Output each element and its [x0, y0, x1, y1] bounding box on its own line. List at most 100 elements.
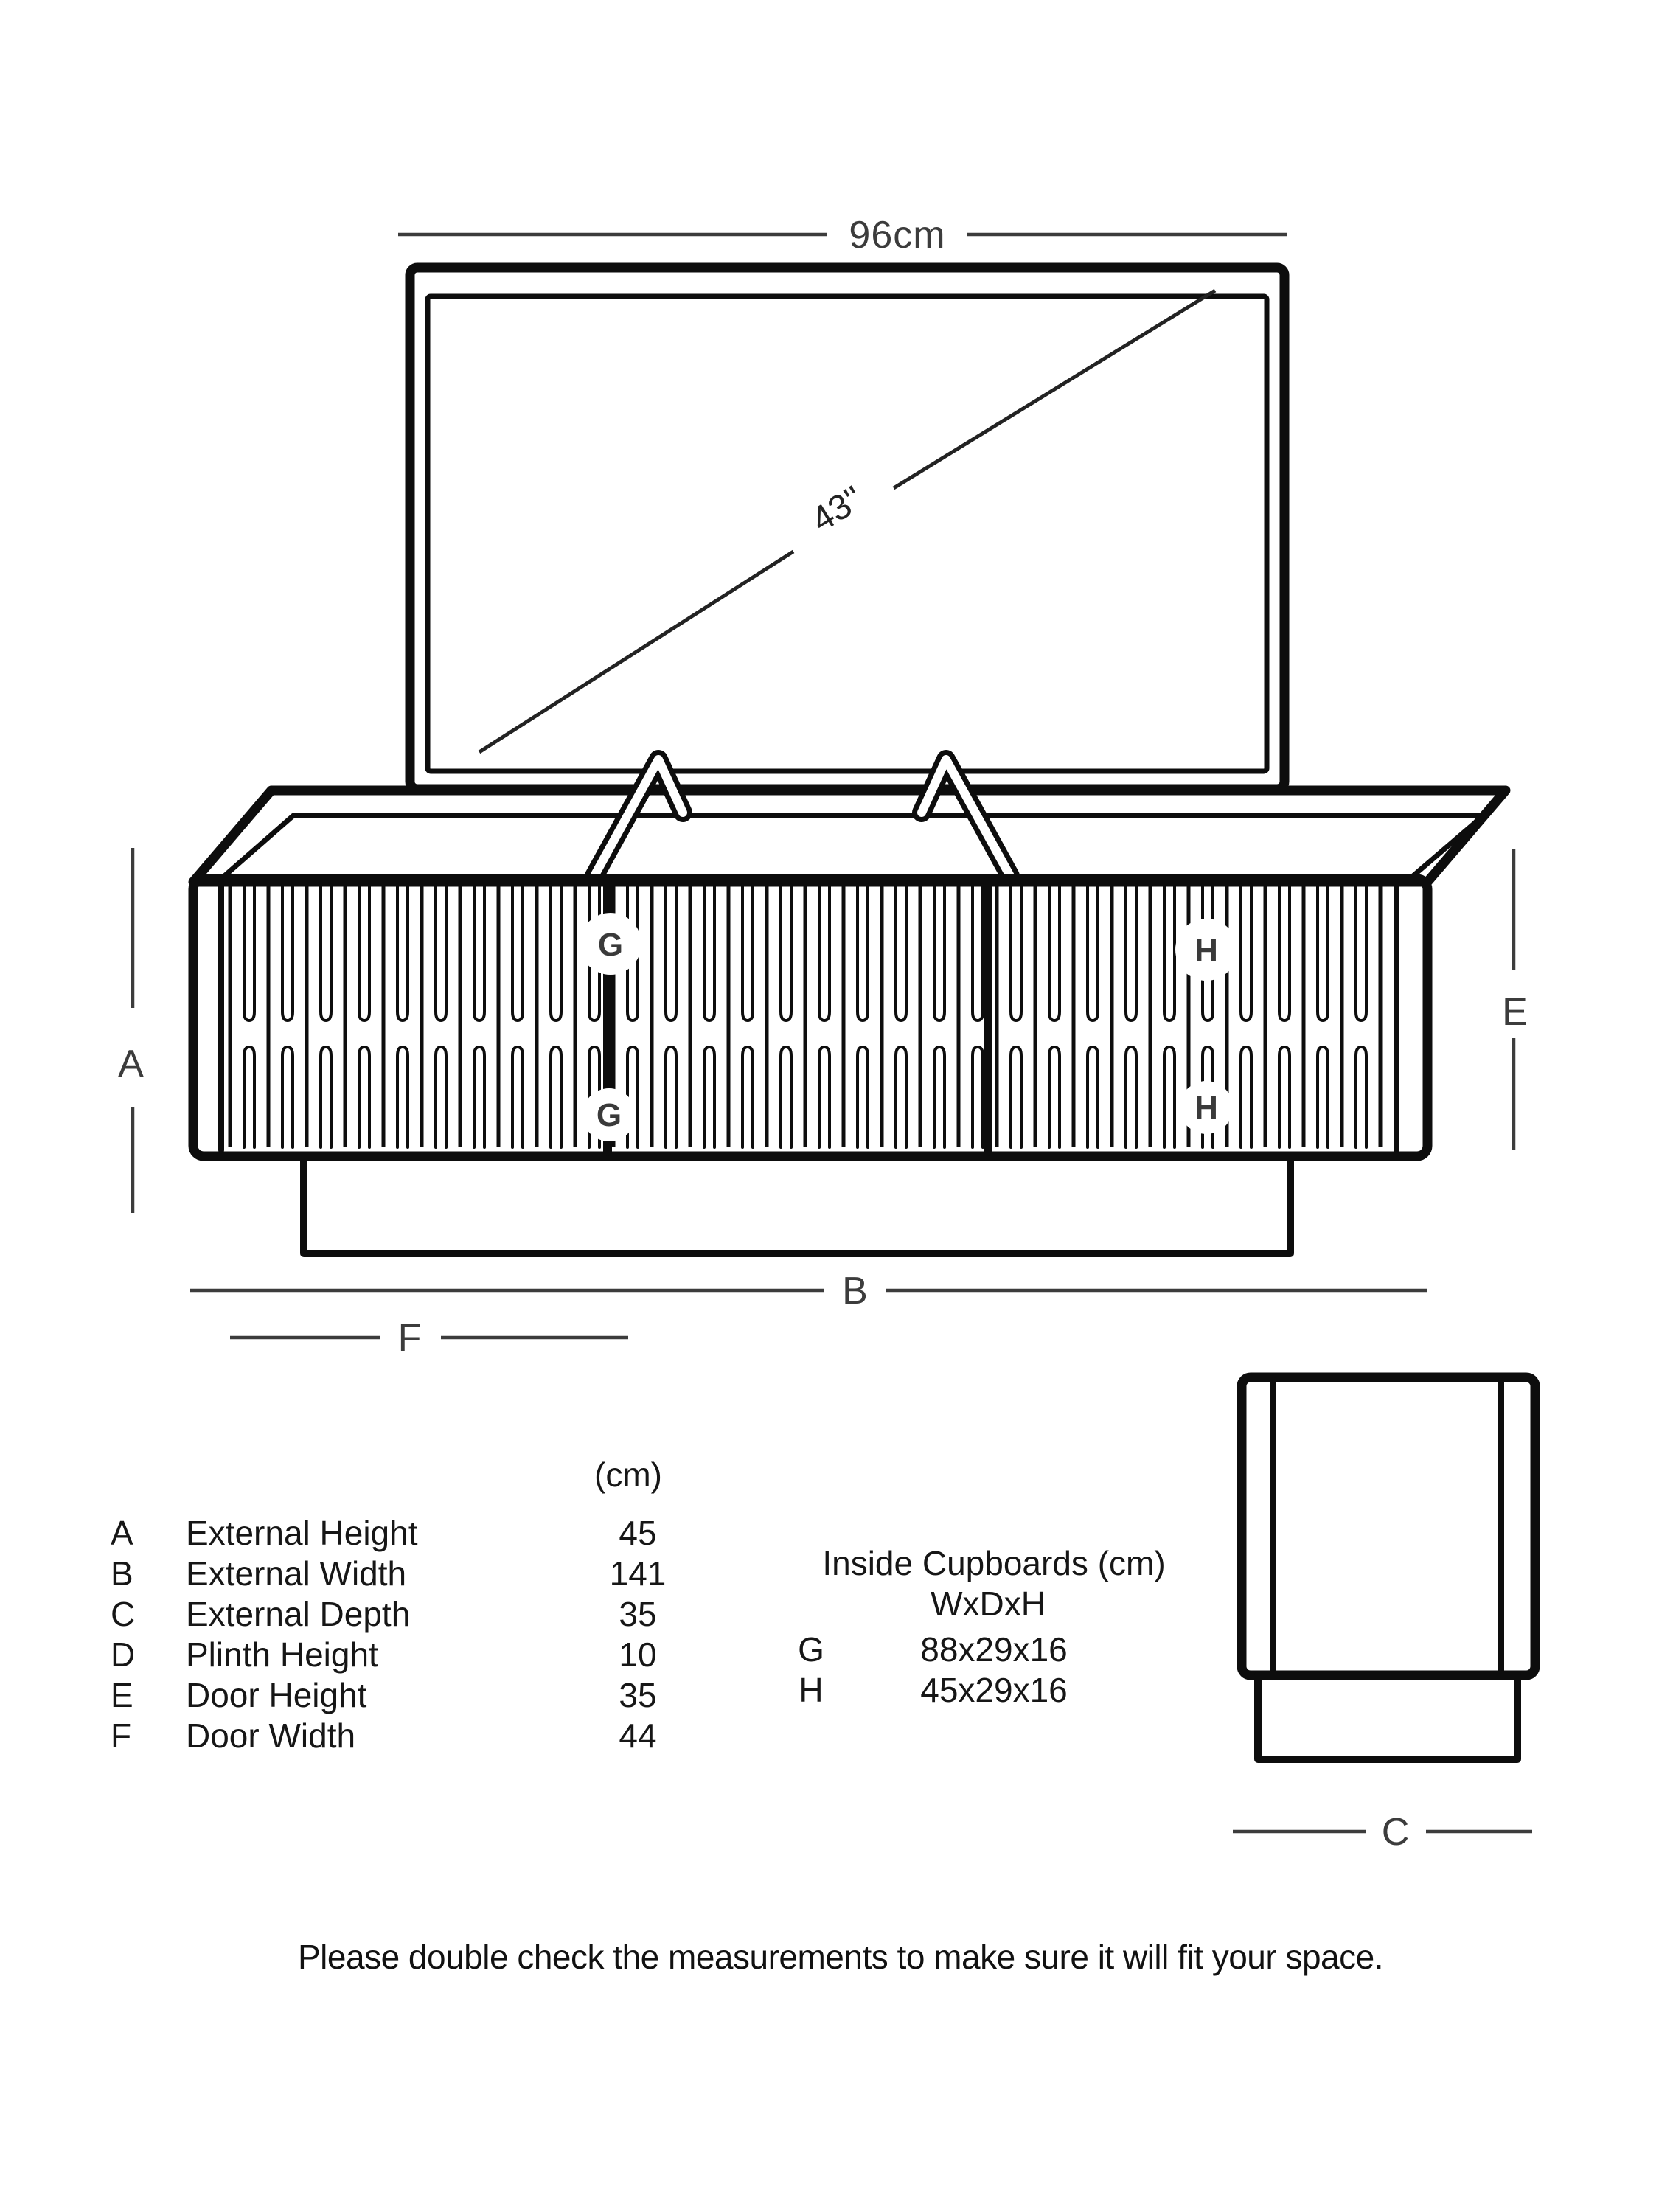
flute-groove-lower	[971, 1046, 984, 1149]
flute-groove-lower	[1163, 1046, 1176, 1149]
table-row: D Plinth Height 10	[111, 1635, 657, 1674]
flute-groove-lower	[1316, 1046, 1329, 1149]
table-row: C External Depth 35	[111, 1595, 657, 1633]
cupboard-badges: G G H H	[580, 913, 1237, 1141]
flute-groove-lower	[588, 1046, 601, 1149]
tv-feet	[585, 750, 1020, 886]
flute-groove-lower	[1201, 1046, 1214, 1149]
flute-groove-lower	[664, 1046, 678, 1149]
cupboard-label-h-top: H	[1194, 933, 1218, 969]
row-name: External Width	[186, 1554, 406, 1593]
stand-plinth	[300, 1152, 1294, 1257]
flute-groove-upper	[1163, 883, 1176, 1022]
tv-diagonal-size-label: 43''	[804, 479, 870, 540]
row-name: Plinth Height	[186, 1635, 378, 1674]
flute-groove-upper	[1354, 883, 1368, 1022]
flute-groove-lower	[434, 1046, 448, 1149]
flute-groove-lower	[1278, 1046, 1291, 1149]
row-name: External Height	[186, 1514, 418, 1552]
flute-groove-upper	[319, 883, 333, 1022]
flute-groove-lower	[1354, 1046, 1368, 1149]
flute-groove-lower	[281, 1046, 294, 1149]
measurements-table: (cm) A External Height 45 B External Wid…	[111, 1455, 666, 1755]
dimension-a-label: A	[118, 1043, 145, 1085]
cupboard-label-g-top: G	[598, 927, 623, 963]
flute-groove-lower	[626, 1046, 639, 1149]
row-letter: E	[111, 1676, 133, 1714]
tv-right-foot-core	[917, 755, 1015, 880]
flute-groove-lower	[473, 1046, 486, 1149]
badge-circle	[1175, 919, 1237, 981]
flute-groove-upper	[1201, 883, 1214, 1022]
dimension-c-label: C	[1382, 1811, 1411, 1854]
flute-groove-upper	[1239, 883, 1253, 1022]
flute-groove-lower	[703, 1046, 716, 1149]
flute-groove-upper	[818, 883, 831, 1022]
flute-groove-upper	[396, 883, 409, 1022]
flute-groove-upper	[779, 883, 793, 1022]
flute-groove-lower	[511, 1046, 524, 1149]
row-value: 88x29x16	[920, 1630, 1068, 1669]
flute-groove-upper	[1048, 883, 1061, 1022]
flute-groove-upper	[626, 883, 639, 1022]
table-unit-header: (cm)	[594, 1455, 662, 1494]
flute-groove-upper	[1124, 883, 1138, 1022]
flute-groove-upper	[856, 883, 869, 1022]
flute-groove-upper	[1009, 883, 1023, 1022]
flute-groove-upper	[511, 883, 524, 1022]
tv-width-dimension: 96cm	[398, 214, 1287, 257]
flute-groove-lower	[1009, 1046, 1023, 1149]
row-letter: C	[111, 1595, 135, 1633]
cupboard-label-g-bottom: G	[597, 1097, 622, 1133]
flute-groove-lower	[856, 1046, 869, 1149]
inside-cupboards-row: G 88x29x16	[798, 1630, 1068, 1669]
flute-groove-upper	[894, 883, 908, 1022]
row-value: 35	[619, 1595, 656, 1633]
row-letter: G	[798, 1630, 824, 1669]
flute-groove-lower	[243, 1046, 256, 1149]
flute-groove-upper	[1316, 883, 1329, 1022]
inside-cupboards-subtitle: WxDxH	[931, 1585, 1046, 1623]
flute-groove-lower	[1124, 1046, 1138, 1149]
row-name: Door Height	[186, 1676, 367, 1714]
inside-cupboards-table: Inside Cupboards (cm) WxDxH G 88x29x16 H…	[798, 1544, 1166, 1709]
flute-groove-lower	[741, 1046, 754, 1149]
dimension-f: F	[230, 1317, 628, 1360]
table-row: A External Height 45	[111, 1514, 657, 1552]
tv-stand-side-view: C	[1233, 1372, 1540, 1854]
flute-groove-upper	[281, 883, 294, 1022]
cupboard-label-h-bottom: H	[1194, 1090, 1218, 1126]
flute-groove-upper	[741, 883, 754, 1022]
side-view-plinth	[1254, 1672, 1521, 1763]
row-value: 10	[619, 1635, 656, 1674]
flute-groove-lower	[779, 1046, 793, 1149]
dimension-e-label: E	[1502, 991, 1528, 1034]
row-value: 35	[619, 1676, 656, 1714]
row-letter: A	[111, 1514, 133, 1552]
flute-groove-upper	[243, 883, 256, 1022]
tv-screen	[425, 293, 1270, 774]
badge-circle	[1180, 1081, 1233, 1134]
flute-groove-upper	[358, 883, 371, 1022]
row-letter: F	[111, 1717, 131, 1755]
flute-groove-lower	[1239, 1046, 1253, 1149]
dimension-f-label: F	[398, 1317, 422, 1360]
inside-cupboards-title: Inside Cupboards (cm)	[822, 1544, 1165, 1582]
flute-groove-upper	[588, 883, 601, 1022]
flute-groove-upper	[473, 883, 486, 1022]
flute-groove-upper	[549, 883, 563, 1022]
table-row: B External Width 141	[111, 1554, 666, 1593]
flute-groove-upper	[703, 883, 716, 1022]
flute-groove-upper	[434, 883, 448, 1022]
row-value: 45x29x16	[920, 1671, 1068, 1709]
badge-circle	[580, 913, 641, 975]
row-letter: D	[111, 1635, 135, 1674]
screen-diagonal-line	[478, 549, 795, 754]
stand-front-face	[188, 874, 1433, 1161]
row-name: Door Width	[186, 1717, 355, 1755]
measurement-disclaimer: Please double check the measurements to …	[298, 1938, 1383, 1976]
row-name: External Depth	[186, 1595, 410, 1633]
inside-cupboards-row: H 45x29x16	[799, 1671, 1067, 1709]
badge-circle	[582, 1088, 636, 1141]
dimension-b: B	[190, 1270, 1427, 1312]
